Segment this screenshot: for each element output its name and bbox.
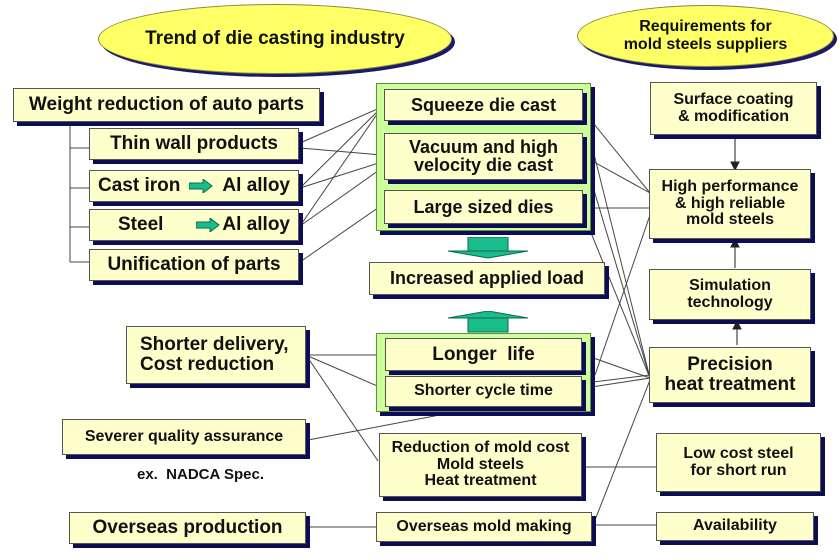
connector (584, 374, 651, 384)
nadca-note: ex. NADCA Spec. (137, 466, 264, 483)
trend-title: Trend of die casting industry (145, 28, 405, 49)
low-cost-steel-label: Low cost steel for short run (683, 444, 794, 479)
up-arrow-icon (448, 311, 528, 333)
simulation-label: Simulation technology (687, 276, 773, 311)
connector (299, 106, 383, 189)
overseas-mold-box: Overseas mold making (376, 512, 592, 542)
right-arrow-icon (189, 179, 214, 193)
availability-label: Availability (693, 517, 777, 535)
connector (584, 217, 651, 379)
cast-iron-label: Cast iron (98, 175, 181, 197)
surface-coating-label: Surface coating & modification (673, 90, 794, 125)
unification-label: Unification of parts (107, 254, 281, 276)
connector (594, 214, 651, 376)
down-arrow-icon (448, 237, 528, 259)
severer-qa-box: Severer quality assurance (62, 419, 306, 455)
overseas-production-label: Overseas production (92, 517, 283, 539)
high-performance-label: High performance & high reliable mold st… (661, 177, 799, 229)
longer-life-box: Longer life (385, 338, 582, 371)
unification-box: Unification of parts (89, 249, 299, 281)
thin-wall-box: Thin wall products (89, 128, 299, 160)
steel-label: Steel (118, 214, 164, 236)
high-performance-box: High performance & high reliable mold st… (649, 169, 811, 239)
increased-load-box: Increased applied load (369, 262, 605, 295)
shorter-delivery-label: Shorter delivery, Cost reduction (140, 334, 289, 375)
vacuum-box: Vacuum and high velocity die cast (384, 133, 583, 180)
connector (299, 167, 383, 227)
right-arrow-icon (195, 218, 220, 232)
arrowhead (730, 161, 740, 172)
weight-reduction-label: Weight reduction of auto parts (28, 94, 305, 116)
connector (307, 355, 383, 389)
connector (584, 159, 651, 379)
connector (584, 112, 651, 194)
vacuum-label: Vacuum and high velocity die cast (408, 137, 559, 175)
squeeze-box: Squeeze die cast (384, 89, 583, 121)
arrowhead (730, 237, 740, 248)
al-alloy-label: Al alloy (222, 214, 290, 236)
connector (299, 161, 383, 189)
shorter-delivery-box: Shorter delivery, Cost reduction (126, 326, 306, 384)
reduction-mold-cost-label: Reduction of mold cost Mold steels Heat … (391, 438, 570, 490)
connector (299, 204, 383, 263)
overseas-mold-label: Overseas mold making (396, 517, 572, 535)
connector (299, 106, 383, 144)
trend-title-ellipse: Trend of die casting industry (98, 4, 452, 74)
availability-box: Availability (656, 512, 814, 541)
weight-reduction-box: Weight reduction of auto parts (13, 88, 320, 122)
connector (584, 117, 651, 379)
large-dies-box: Large sized dies (384, 190, 583, 224)
shorter-cycle-label: Shorter cycle time (414, 382, 553, 400)
connector (299, 147, 383, 156)
longer-life-label: Longer life (432, 343, 535, 365)
requirements-title-ellipse: Requirements for mold steels suppliers (577, 5, 834, 67)
thin-wall-label: Thin wall products (110, 133, 278, 155)
connector (307, 357, 379, 462)
connector (299, 106, 383, 227)
connector (584, 377, 651, 389)
precision-ht-box: Precision heat treatment (649, 347, 811, 403)
reduction-mold-cost-box: Reduction of mold cost Mold steels Heat … (379, 433, 582, 497)
overseas-production-box: Overseas production (69, 512, 306, 544)
large-dies-label: Large sized dies (413, 196, 554, 217)
precision-ht-label: Precision heat treatment (664, 354, 796, 395)
simulation-box: Simulation technology (649, 269, 811, 320)
low-cost-steel-box: Low cost steel for short run (656, 433, 821, 492)
steel-box: Steel Al alloy (89, 209, 299, 241)
connector (584, 156, 651, 194)
squeeze-label: Squeeze die cast (410, 94, 557, 115)
connector (594, 379, 651, 521)
cast-iron-box: Cast iron Al alloy (89, 170, 299, 202)
severer-qa-label: Severer quality assurance (84, 427, 284, 445)
connector (584, 354, 651, 379)
increased-load-label: Increased applied load (389, 268, 585, 289)
al-alloy-label: Al alloy (222, 175, 290, 197)
shorter-cycle-box: Shorter cycle time (385, 376, 582, 407)
connector (307, 413, 446, 441)
surface-coating-box: Surface coating & modification (650, 82, 817, 135)
requirements-title: Requirements for mold steels suppliers (623, 18, 788, 53)
arrowhead (732, 319, 742, 330)
